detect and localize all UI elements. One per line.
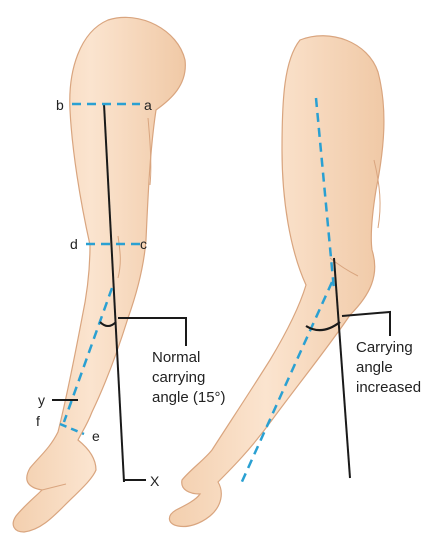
label-x: X [150,473,160,489]
caption-increased-line2: angle [356,359,393,376]
caption-increased-line1: Carrying [356,339,413,356]
label-f: f [36,413,40,429]
left-arm [13,17,186,532]
label-d: d [70,236,78,252]
caption-normal-line3: angle (15°) [152,389,226,406]
caption-normal-line2: carrying [152,369,205,386]
left-arm-silhouette [13,17,185,532]
increased-angle-leader [342,312,390,336]
right-arm-silhouette [169,36,384,527]
label-b: b [56,97,64,113]
right-arm [169,36,390,527]
caption-increased-line3: increased [356,379,421,396]
caption-normal-line1: Normal [152,349,200,366]
label-c: c [140,236,147,252]
label-a: a [144,97,152,113]
label-y: y [38,392,45,408]
right-forearm-axis [240,282,332,486]
label-e: e [92,428,100,444]
normal-angle-leader [118,318,186,346]
